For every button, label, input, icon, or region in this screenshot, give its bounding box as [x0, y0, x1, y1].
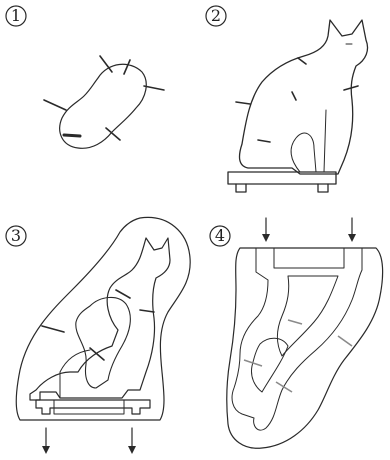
core-figure — [44, 56, 164, 148]
step-3-label: 3 — [11, 226, 21, 245]
panel-4: 4 — [210, 218, 383, 448]
panel-3: 3 — [6, 217, 190, 454]
drain-arrow-left — [42, 428, 50, 454]
filled-mold — [227, 248, 383, 448]
drain-arrow-right — [128, 428, 136, 454]
step-4-label: 4 — [215, 226, 225, 245]
cat-model — [228, 20, 368, 192]
pin — [144, 86, 164, 90]
pour-arrow-right — [348, 218, 356, 242]
pin — [106, 128, 120, 140]
step-1-marker: 1 — [6, 6, 26, 26]
pour-arrow-left — [262, 218, 270, 242]
step-2-marker: 2 — [206, 6, 226, 26]
panel-2: 2 — [206, 6, 368, 192]
panel-1: 1 — [6, 6, 164, 148]
pin — [44, 100, 66, 110]
pin — [124, 60, 130, 74]
step-1-label: 1 — [11, 6, 21, 25]
step-2-label: 2 — [211, 6, 221, 25]
step-4-marker: 4 — [210, 226, 230, 246]
step-3-marker: 3 — [6, 226, 26, 246]
mold-cross-section — [16, 217, 190, 420]
